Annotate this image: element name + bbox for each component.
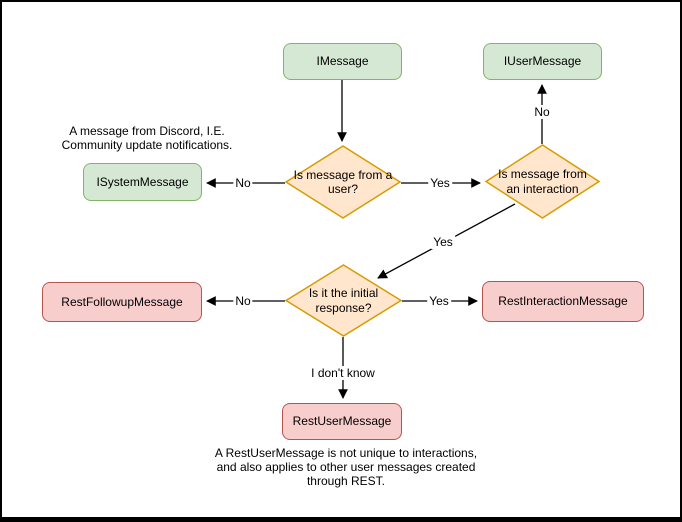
node-restinteractionmessage: RestInteractionMessage [482, 281, 644, 322]
node-imessage-label: IMessage [316, 54, 369, 69]
edge-label-interaction-no: No [532, 105, 552, 119]
decision-is-message-from-interaction-label: Is message from an interaction [498, 167, 587, 196]
edge-label-interaction-yes: Yes [431, 235, 455, 249]
node-restfollowupmessage-label: RestFollowupMessage [61, 294, 183, 309]
node-restusermessage: RestUserMessage [282, 403, 402, 440]
node-imessage: IMessage [283, 43, 402, 80]
diamond-shape [285, 264, 402, 337]
edge-label-initial-no: No [233, 294, 253, 308]
edge-label-initial-idk: I don't know [309, 366, 377, 380]
node-isystemmessage-label: ISystemMessage [96, 174, 189, 189]
annotation-isystemmessage-note: A message from Discord, I.E. Community u… [61, 124, 233, 152]
node-restusermessage-label: RestUserMessage [292, 414, 392, 429]
decision-is-initial-response-label: Is it the initial response? [308, 286, 379, 315]
node-iusermessage-label: IUserMessage [503, 54, 582, 69]
node-iusermessage: IUserMessage [483, 43, 602, 80]
diamond-shape [485, 144, 600, 219]
decision-is-message-from-interaction: Is message from an interaction [485, 144, 600, 219]
diamond-shape [285, 145, 401, 219]
edge-label-user-no: No [233, 176, 253, 190]
node-restinteractionmessage-label: RestInteractionMessage [498, 294, 628, 309]
edge-label-user-yes: Yes [428, 176, 452, 190]
node-restfollowupmessage: RestFollowupMessage [42, 282, 202, 322]
decision-is-message-from-user: Is message from a user? [285, 145, 401, 219]
node-isystemmessage: ISystemMessage [83, 163, 202, 201]
decision-is-initial-response: Is it the initial response? [285, 264, 402, 337]
annotation-restusermessage-note: A RestUserMessage is not unique to inter… [214, 446, 478, 488]
edge-label-initial-yes: Yes [427, 294, 451, 308]
decision-is-message-from-user-label: Is message from a user? [293, 167, 393, 196]
